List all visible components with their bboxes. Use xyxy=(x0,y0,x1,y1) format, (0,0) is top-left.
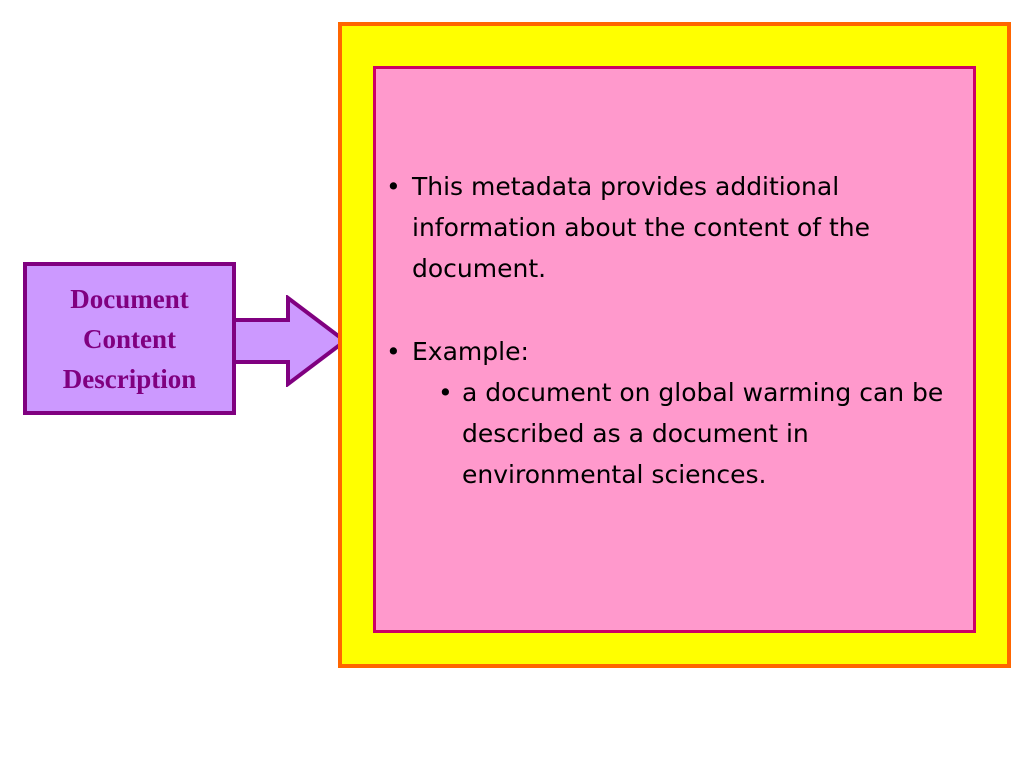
bullet-item-1: • This metadata provides additional info… xyxy=(384,166,974,289)
sub-bullet-dot: • xyxy=(438,378,453,407)
bullet-dot: • xyxy=(386,337,401,366)
arrow-shape xyxy=(232,295,349,387)
document-content-description-box: Document Content Description xyxy=(23,262,236,415)
label-line-1: Document xyxy=(70,283,189,314)
bullet-item-2: • Example: xyxy=(384,331,974,372)
label-line-3: Description xyxy=(62,363,197,394)
right-arrow-icon xyxy=(232,295,349,387)
bullet-text: Example: xyxy=(412,337,529,366)
content-text: • This metadata provides additional info… xyxy=(384,166,974,495)
sub-bullet-text: a document on global warming can be desc… xyxy=(462,378,944,489)
sub-bullet-item: • a document on global warming can be de… xyxy=(384,372,974,495)
bullet-dot: • xyxy=(386,172,401,201)
content-panel xyxy=(373,66,976,633)
label-line-2: Content xyxy=(83,323,176,354)
bullet-text: This metadata provides additional inform… xyxy=(412,172,871,283)
